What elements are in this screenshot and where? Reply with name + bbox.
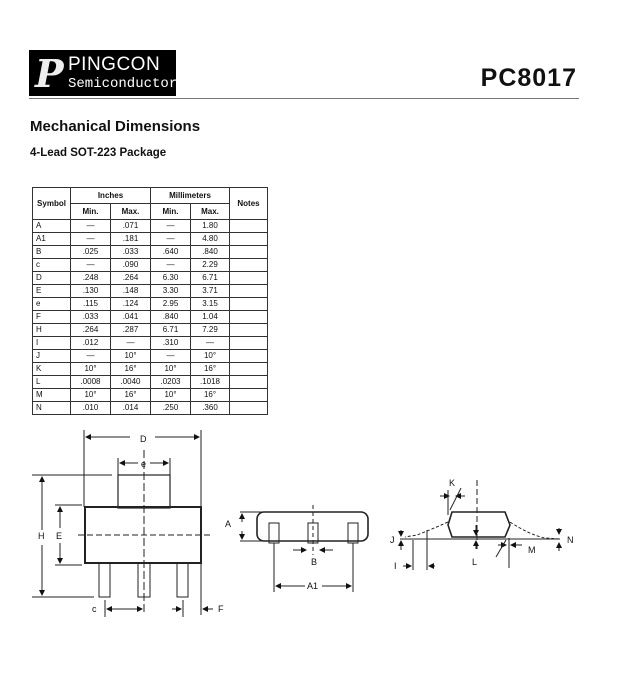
header-notes: Notes [229, 187, 268, 220]
package-subtitle: 4-Lead SOT-223 Package [30, 147, 167, 159]
label-K: K [449, 478, 455, 488]
table-row: J—10°—10° [32, 349, 268, 363]
label-B: B [311, 557, 317, 567]
cell-notes [229, 401, 268, 415]
dimensions-table: Symbol Inches Millimeters Notes Min. Max… [32, 187, 268, 415]
logo-mark: P [35, 51, 64, 96]
label-E: E [56, 531, 62, 541]
label-A: A [225, 519, 231, 529]
label-I: I [394, 561, 397, 571]
table-row: A—.071—1.80 [32, 219, 268, 233]
table-row: L.0008.0040.0203.1018 [32, 375, 268, 389]
logo-name: PINGCON [68, 54, 161, 75]
label-A1: A1 [307, 581, 318, 591]
label-J: J [390, 535, 395, 545]
table-row: A1—.181—4.80 [32, 232, 268, 246]
end-view-drawing [398, 480, 562, 570]
table-row: N.010.014.250.360 [32, 401, 268, 415]
top-view-drawing [32, 430, 213, 617]
part-number: PC8017 [480, 64, 577, 92]
label-e: e [141, 459, 146, 469]
table-row: B.025.033.640.840 [32, 245, 268, 259]
header-divider [29, 98, 579, 99]
header-mm-max: Max. [190, 203, 230, 220]
side-view-drawing [239, 505, 369, 592]
label-M: M [528, 545, 536, 555]
logo-subtitle: Semiconductor [68, 76, 178, 92]
label-D: D [140, 434, 147, 444]
label-N: N [567, 535, 574, 545]
label-L: L [472, 557, 477, 567]
label-F: F [218, 604, 224, 614]
section-title: Mechanical Dimensions [30, 118, 201, 135]
label-c: c [92, 604, 97, 614]
pingcon-logo: P PINGCON Semiconductor [29, 50, 178, 96]
label-H: H [38, 531, 45, 541]
